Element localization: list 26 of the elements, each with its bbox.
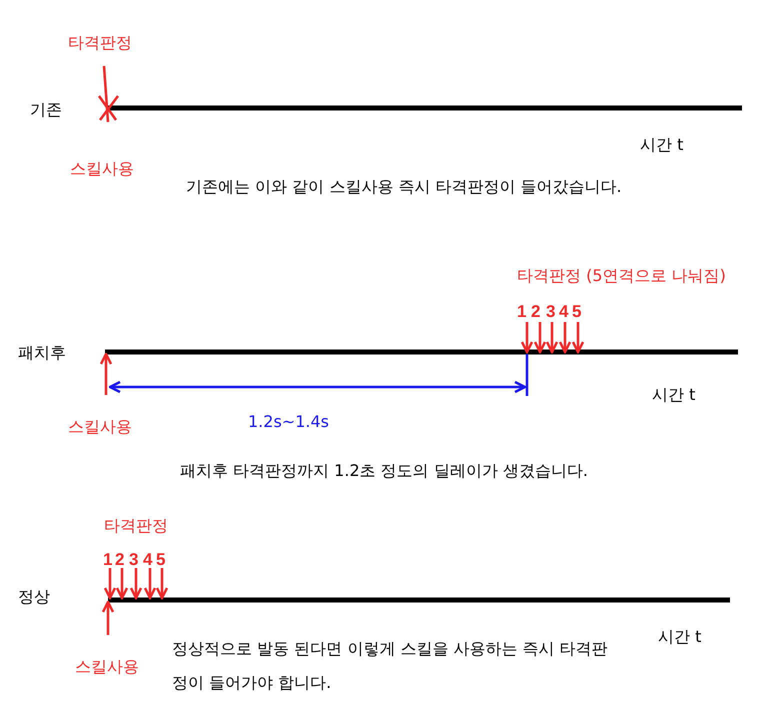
skill-use-label: 스킬사용 <box>68 417 132 437</box>
hit-label: 타격판정 (5연격으로 나눠짐) <box>517 266 726 286</box>
note-text: 기존에는 이와 같이 스킬사용 즉시 타격판정이 들어갔습니다. <box>186 177 622 197</box>
skill-use-label: 스킬사용 <box>70 159 134 179</box>
hit-number: 2 <box>115 550 124 570</box>
time-axis-label: 시간 t <box>658 627 702 647</box>
hit-number: 1 <box>517 302 526 322</box>
hit-label: 타격판정 <box>68 33 132 53</box>
row-label: 패치후 <box>18 343 66 363</box>
hit-number: 4 <box>559 302 568 322</box>
hit-number: 3 <box>129 550 138 570</box>
hit-number: 2 <box>531 302 540 322</box>
time-axis-label: 시간 t <box>652 385 696 405</box>
row-label: 정상 <box>18 587 50 607</box>
skill-use-label: 스킬사용 <box>75 657 139 677</box>
hit-number: 5 <box>572 302 582 322</box>
hit-number: 3 <box>546 302 556 322</box>
duration-label: 1.2s~1.4s <box>248 412 329 432</box>
hit-number: 5 <box>156 550 166 570</box>
hit-label: 타격판정 <box>104 516 168 536</box>
note-text: 패치후 타격판정까지 1.2초 정도의 딜레이가 생겼습니다. <box>180 461 588 481</box>
time-axis-label: 시간 t <box>640 135 684 155</box>
hit-number: 1 <box>103 550 112 570</box>
row-label: 기존 <box>30 100 62 120</box>
hit-number: 4 <box>143 550 152 570</box>
note-text: 정상적으로 발동 된다면 이렇게 스킬을 사용하는 즉시 타격판정이 들어가야 합니다. <box>172 638 609 694</box>
